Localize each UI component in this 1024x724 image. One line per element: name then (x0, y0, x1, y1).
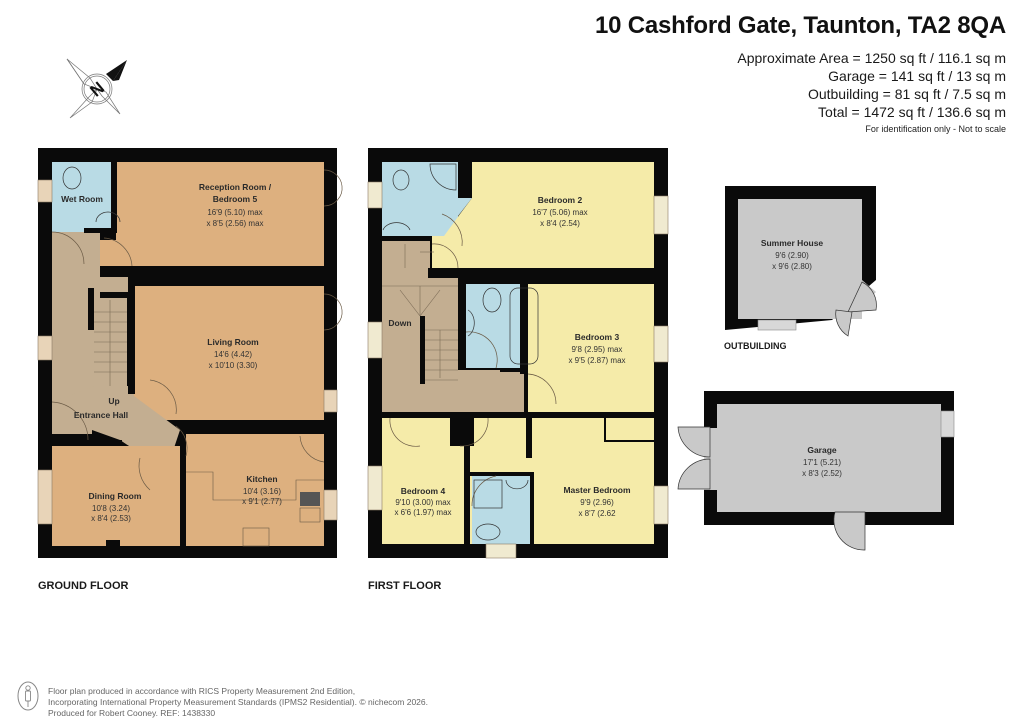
master-ensuite (472, 476, 530, 544)
svg-text:Reception Room /: Reception Room / (199, 182, 272, 192)
svg-text:x 8'4 (2.53): x 8'4 (2.53) (91, 514, 131, 523)
svg-text:Living Room: Living Room (207, 337, 259, 347)
svg-text:Down: Down (388, 318, 411, 328)
wet-room (52, 162, 111, 232)
outbuilding-area: Outbuilding = 81 sq ft / 7.5 sq m (807, 86, 1006, 102)
svg-text:16'9 (5.10) max: 16'9 (5.10) max (207, 208, 262, 217)
svg-text:9'9 (2.96): 9'9 (2.96) (580, 498, 614, 507)
dining-room (52, 446, 180, 546)
svg-text:x 9'6 (2.80): x 9'6 (2.80) (772, 262, 812, 271)
svg-text:x 8'7 (2.62: x 8'7 (2.62 (578, 509, 616, 518)
reception-room (116, 162, 324, 268)
svg-text:x 10'10 (3.30): x 10'10 (3.30) (209, 361, 258, 370)
svg-text:x 8'3 (2.52): x 8'3 (2.52) (802, 469, 842, 478)
svg-text:Bedroom 4: Bedroom 4 (401, 486, 446, 496)
svg-text:Garage: Garage (807, 445, 837, 455)
footer-line-3: Produced for Robert Cooney. REF: 1438330 (48, 708, 216, 718)
svg-text:16'7 (5.06) max: 16'7 (5.06) max (532, 208, 587, 217)
svg-text:Bedroom 2: Bedroom 2 (538, 195, 583, 205)
svg-text:Up: Up (108, 396, 119, 406)
kitchen (186, 434, 324, 546)
outbuilding-label: OUTBUILDING (724, 341, 787, 351)
svg-text:x 8'4 (2.54): x 8'4 (2.54) (540, 219, 580, 228)
property-address: 10 Cashford Gate, Taunton, TA2 8QA (594, 12, 1006, 39)
footer-line-1: Floor plan produced in accordance with R… (48, 686, 356, 696)
first-floor-label: FIRST FLOOR (368, 580, 442, 592)
svg-text:x 9'5 (2.87) max: x 9'5 (2.87) max (568, 356, 625, 365)
svg-text:x 6'6 (1.97) max: x 6'6 (1.97) max (394, 508, 451, 517)
svg-text:14'6 (4.42): 14'6 (4.42) (214, 350, 252, 359)
svg-text:Wet Room: Wet Room (61, 194, 103, 204)
total-area: Total = 1472 sq ft / 136.6 sq m (818, 104, 1006, 120)
footer-line-2: Incorporating International Property Mea… (48, 697, 428, 707)
svg-text:Dining Room: Dining Room (89, 491, 142, 501)
footer-notes: Floor plan produced in accordance with R… (48, 686, 428, 719)
svg-text:Entrance Hall: Entrance Hall (74, 410, 128, 420)
svg-text:Bedroom 5: Bedroom 5 (213, 194, 258, 204)
svg-text:10'8 (3.24): 10'8 (3.24) (92, 504, 130, 513)
garage-area: Garage = 141 sq ft / 13 sq m (828, 68, 1006, 84)
svg-text:9'8 (2.95) max: 9'8 (2.95) max (572, 345, 623, 354)
svg-text:17'1 (5.21): 17'1 (5.21) (803, 458, 841, 467)
svg-text:Bedroom 3: Bedroom 3 (575, 332, 620, 342)
svg-text:9'10 (3.00) max: 9'10 (3.00) max (395, 498, 450, 507)
svg-text:9'6 (2.90): 9'6 (2.90) (775, 251, 809, 260)
living-room (134, 286, 324, 420)
svg-text:x 9'1 (2.77): x 9'1 (2.77) (242, 497, 282, 506)
compass-north-icon: N (66, 58, 127, 119)
person-measure-icon (17, 681, 39, 711)
svg-text:Master Bedroom: Master Bedroom (563, 485, 631, 495)
svg-text:Kitchen: Kitchen (246, 474, 277, 484)
svg-text:10'4 (3.16): 10'4 (3.16) (243, 487, 281, 496)
svg-text:Summer House: Summer House (761, 238, 824, 248)
ground-floor-label: GROUND FLOOR (38, 580, 129, 592)
svg-text:x 8'5 (2.56) max: x 8'5 (2.56) max (206, 219, 263, 228)
disclaimer: For identification only - Not to scale (865, 124, 1006, 134)
approximate-area: Approximate Area = 1250 sq ft / 116.1 sq… (737, 50, 1006, 66)
